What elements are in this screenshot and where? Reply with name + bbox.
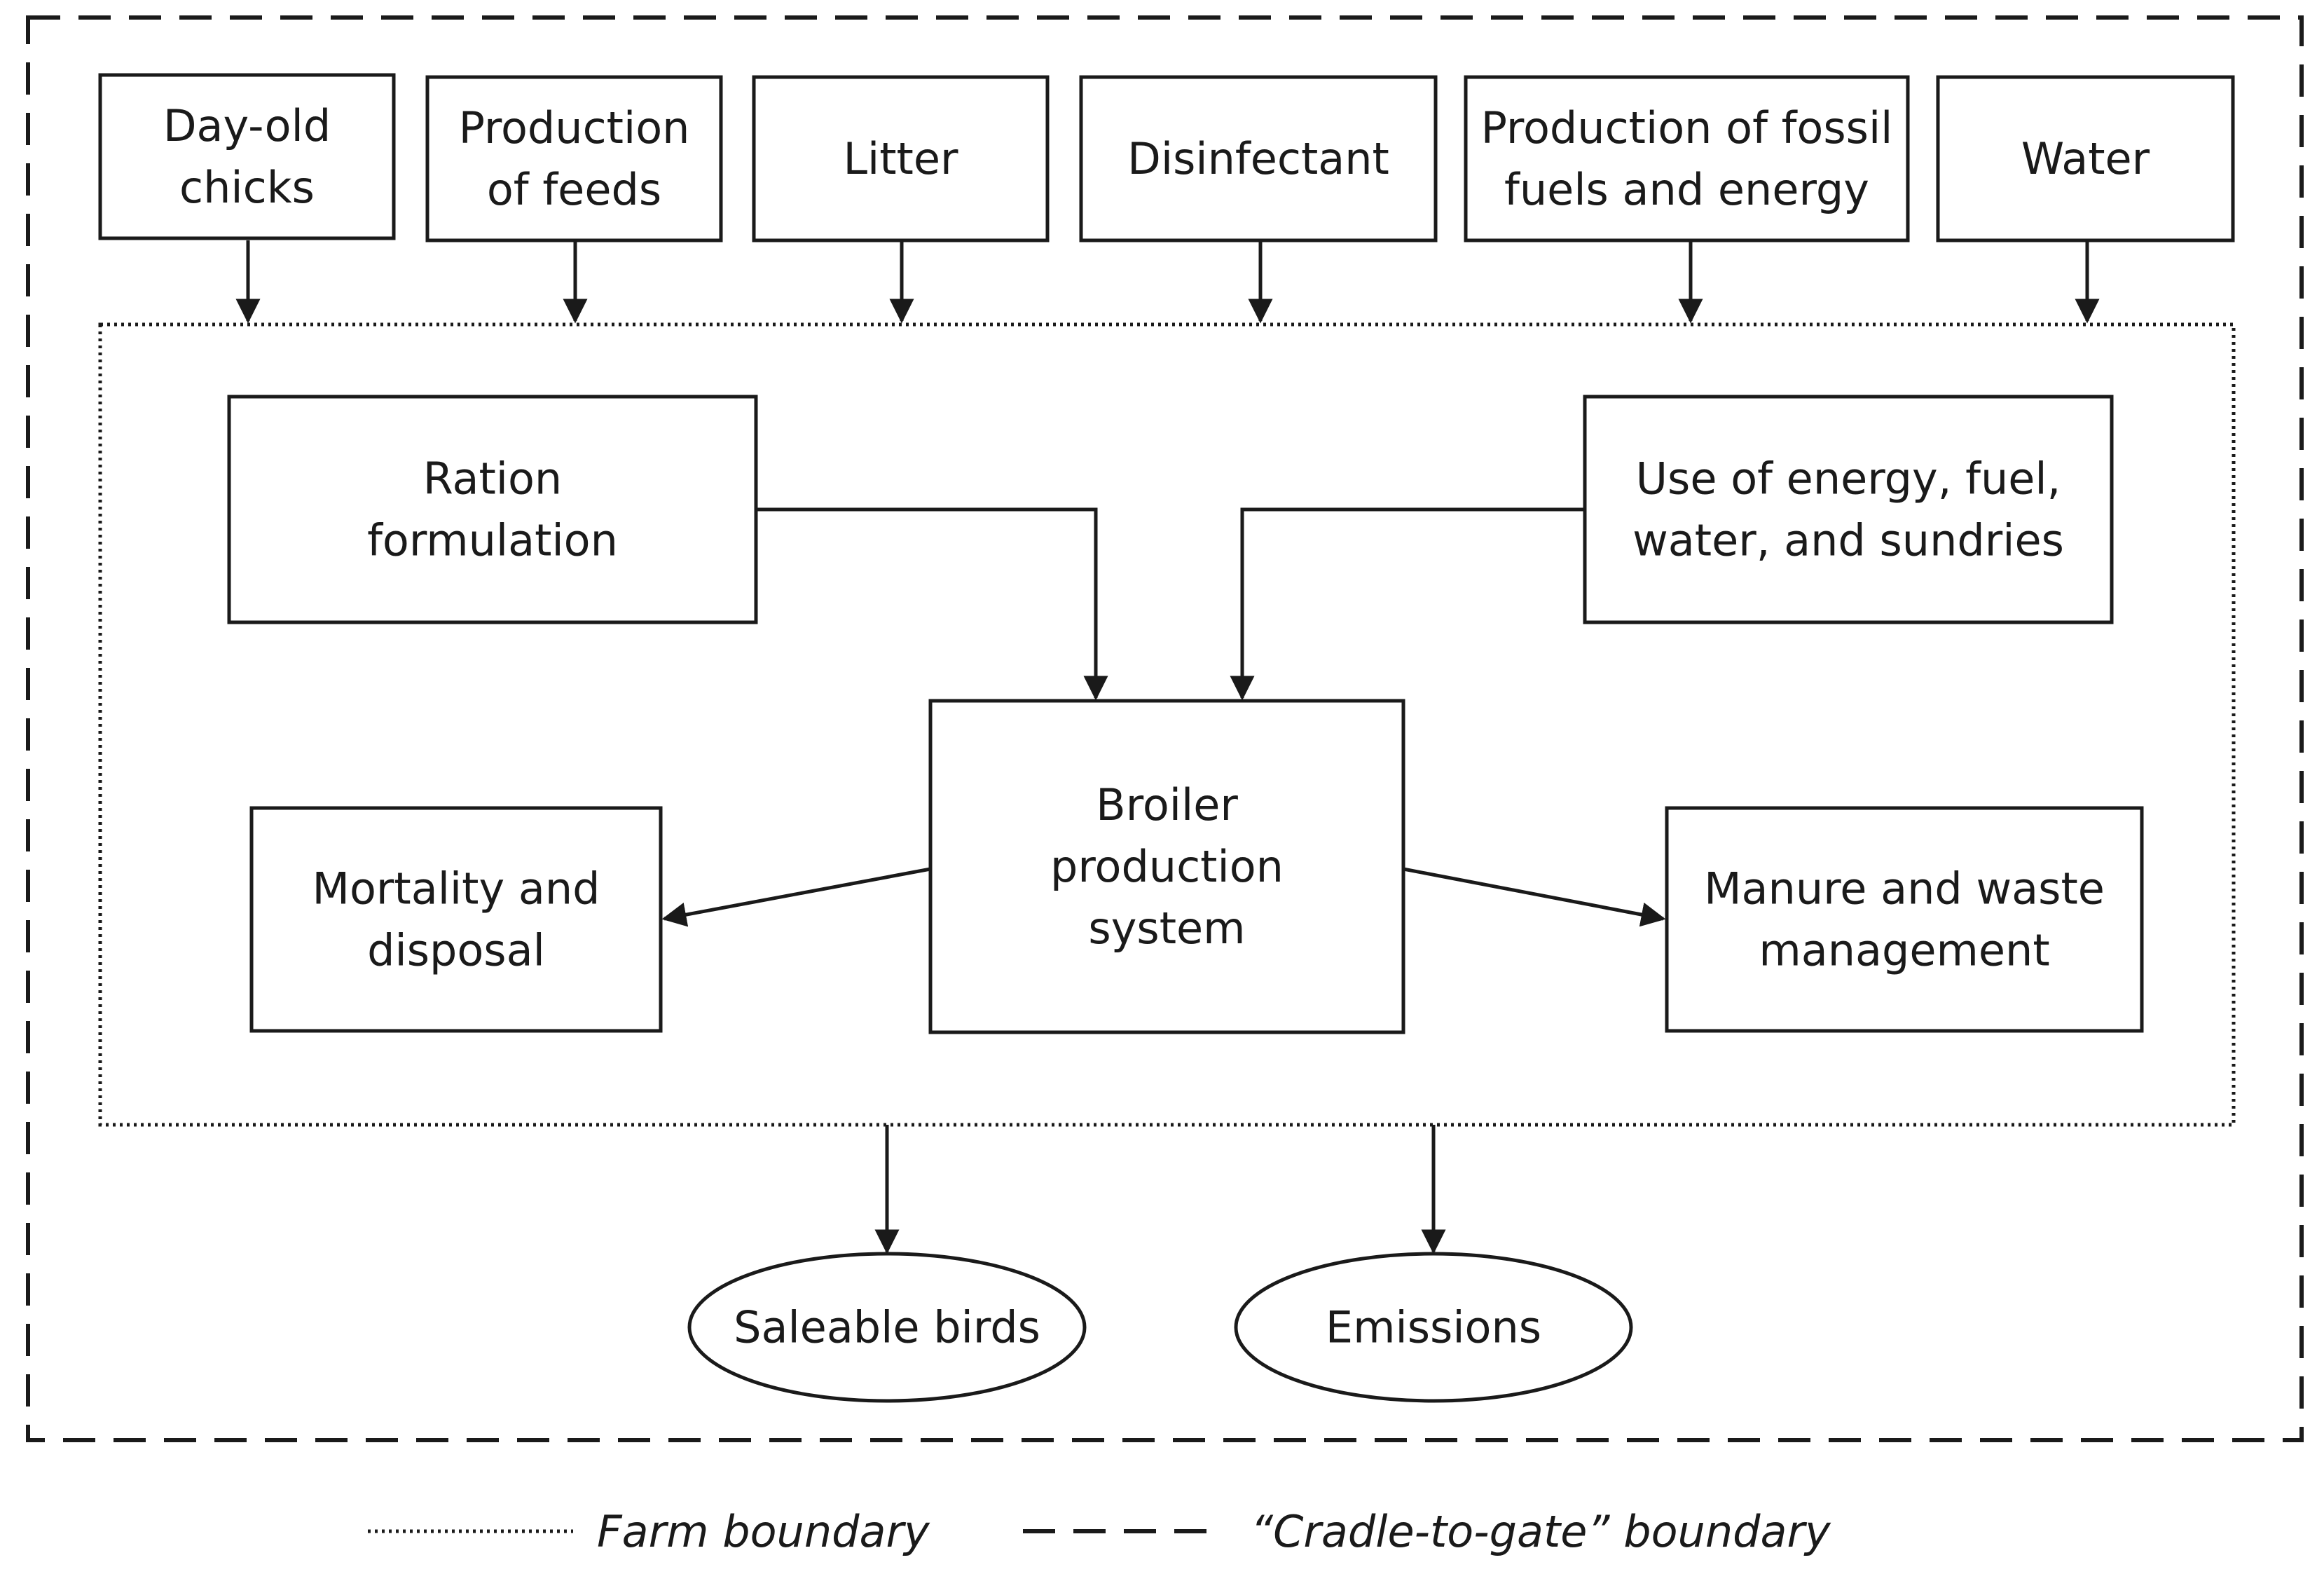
node-water-box xyxy=(1936,75,2235,242)
node-saleable-birds: Saleable birds xyxy=(687,1252,1087,1403)
node-day-old-chicks-label: chicks xyxy=(179,162,315,213)
arrow-broiler-production-to-mortality-disposal xyxy=(661,867,931,927)
arrow-broiler-production-to-manure-waste xyxy=(1403,867,1666,927)
node-litter-label: Litter xyxy=(843,133,958,184)
node-ration-formulation-box xyxy=(227,395,758,624)
node-disinfectant: Disinfectant xyxy=(1079,75,1438,242)
node-emissions: Emissions xyxy=(1234,1252,1633,1403)
node-litter-box xyxy=(752,75,1050,242)
node-manure-waste-label: management xyxy=(1759,925,2049,976)
node-saleable-birds-label: Saleable birds xyxy=(734,1302,1040,1353)
node-day-old-chicks-box xyxy=(98,73,396,240)
cradle-to-gate-boundary xyxy=(26,15,2304,1442)
node-broiler-production-label: Broiler xyxy=(1096,779,1238,830)
legend-farm-boundary-label: Farm boundary xyxy=(597,1506,930,1557)
node-use-of-energy: Use of energy, fuel, water, and sundries xyxy=(1583,395,2114,624)
node-water: Water xyxy=(1936,75,2235,242)
legend-cradle-to-gate-label: “Cradle-to-gate” boundary xyxy=(1251,1506,1831,1557)
node-emissions-label: Emissions xyxy=(1326,1302,1541,1353)
node-manure-waste-label: Manure and waste xyxy=(1704,863,2105,915)
node-fossil-fuels: Production of fossil fuels and energy xyxy=(1464,75,1910,242)
node-mortality-disposal-label: Mortality and xyxy=(312,863,600,915)
node-production-of-feeds-box xyxy=(425,75,723,242)
node-day-old-chicks-label: Day-old xyxy=(163,100,331,151)
node-broiler-production-box xyxy=(928,699,1405,1034)
node-day-old-chicks: Day-old chicks xyxy=(98,73,396,240)
node-use-of-energy-label: Use of energy, fuel, xyxy=(1636,453,2061,505)
node-broiler-production-label: system xyxy=(1088,903,1245,954)
node-broiler-production: Broiler production system xyxy=(928,699,1405,1034)
node-production-of-feeds-label: Production xyxy=(459,102,690,153)
node-production-of-feeds-label: of feeds xyxy=(487,164,661,215)
node-manure-waste: Manure and waste management xyxy=(1665,806,2144,1033)
node-fossil-fuels-label: fuels and energy xyxy=(1504,164,1869,215)
node-ration-formulation-label: Ration xyxy=(423,453,562,505)
node-ration-formulation-label: formulation xyxy=(367,515,618,566)
node-fossil-fuels-label: Production of fossil xyxy=(1481,102,1893,153)
node-mortality-disposal: Mortality and disposal xyxy=(249,806,663,1033)
node-litter: Litter xyxy=(752,75,1050,242)
node-fossil-fuels-box xyxy=(1464,75,1910,242)
legend: Farm boundary “Cradle-to-gate” boundary xyxy=(368,1506,1831,1557)
node-disinfectant-box xyxy=(1079,75,1438,242)
node-water-label: Water xyxy=(2021,133,2150,184)
node-disinfectant-label: Disinfectant xyxy=(1127,133,1389,184)
node-ration-formulation: Ration formulation xyxy=(227,395,758,624)
node-production-of-feeds: Production of feeds xyxy=(425,75,723,242)
arrow-use-of-energy-to-broiler-production xyxy=(1230,507,1585,701)
node-mortality-disposal-label: disposal xyxy=(367,925,545,976)
node-saleable-birds-oval xyxy=(687,1252,1087,1403)
node-use-of-energy-label: water, and sundries xyxy=(1632,515,2064,566)
arrow-ration-formulation-to-broiler-production xyxy=(756,507,1108,701)
node-broiler-production-label: production xyxy=(1050,841,1284,892)
node-mortality-disposal-box xyxy=(249,806,663,1033)
node-use-of-energy-box xyxy=(1583,395,2114,624)
node-manure-waste-box xyxy=(1665,806,2144,1033)
node-emissions-oval xyxy=(1234,1252,1633,1403)
farm-boundary xyxy=(98,322,2236,1127)
